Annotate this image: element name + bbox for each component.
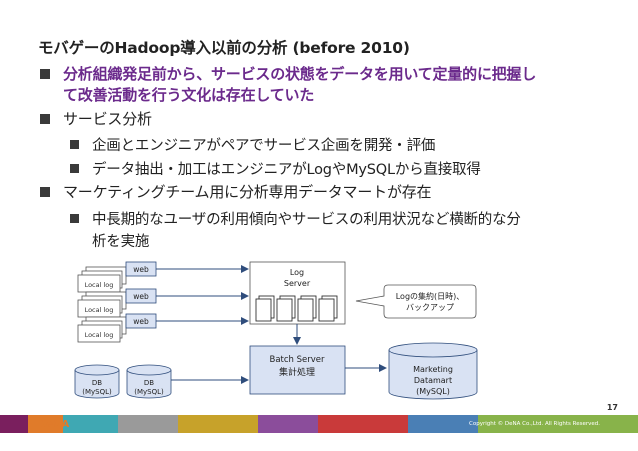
local-log-stack: Local log (77, 316, 127, 343)
db-label: DB (92, 379, 102, 387)
web-label: web (133, 292, 149, 301)
db-label: DB (144, 379, 154, 387)
bullet-2: サービス分析 (63, 110, 152, 128)
bullet-1: 分析組織発足前から、サービスの状態をデータを用いて定量的に把握し (63, 65, 537, 83)
datamart-label: (MySQL) (416, 387, 450, 396)
callout-bubble (355, 284, 477, 319)
web-label: web (133, 317, 149, 326)
callout-text: Logの集約(日時)、 (396, 291, 465, 301)
datamart-label: Marketing (413, 365, 453, 374)
bullet-3-sub-1-cont: 析を実施 (92, 234, 150, 250)
bullet-3-sub-1: 中長期的なユーザの利用傾向やサービスの利用状況など横断的な分 (92, 212, 521, 228)
db-cylinder: DB (MySQL) (74, 364, 120, 399)
callout-text: バックアップ (406, 303, 454, 312)
local-log-label: Local log (85, 331, 114, 339)
log-server-label: Log (290, 268, 304, 277)
datamart-label: Datamart (414, 376, 452, 385)
bullet-2-sub-1: 企画とエンジニアがペアでサービス企画を開発・評価 (92, 138, 436, 154)
log-server-label: Server (284, 279, 311, 288)
bullet-square (40, 187, 50, 197)
copyright-text: Copyright © DeNA Co.,Ltd. All Rights Res… (469, 421, 600, 427)
batch-server-label: 集計処理 (279, 366, 315, 378)
db-label: (MySQL) (134, 388, 164, 396)
web-label: web (133, 265, 149, 274)
bullet-3: マーケティングチーム用に分析専用データマートが存在 (63, 183, 432, 201)
bullet-square (40, 114, 50, 124)
page-number: 17 (606, 403, 618, 412)
batch-server-label: Batch Server (269, 355, 325, 365)
local-log-label: Local log (85, 306, 114, 314)
dena-logo: DeNA (38, 419, 70, 430)
bullet-square (40, 69, 50, 79)
local-log-stack: Local log (77, 291, 127, 318)
sub-bullet-square (70, 140, 79, 149)
local-log-stack: Local log (77, 266, 127, 293)
footer-color-strip (0, 415, 638, 433)
db-label: (MySQL) (82, 388, 112, 396)
batch-server-box (249, 345, 346, 395)
local-log-label: Local log (85, 281, 114, 289)
datamart-cylinder: Marketing Datamart (MySQL) (388, 342, 478, 400)
bullet-1-cont: て改善活動を行う文化は存在していた (63, 86, 315, 104)
slide-title: モバゲーのHadoop導入以前の分析 (before 2010) (38, 39, 410, 57)
sub-bullet-square (70, 214, 79, 223)
db-cylinder: DB (MySQL) (126, 364, 172, 399)
bullet-2-sub-2: データ抽出・加工はエンジニアがLogやMySQLから直接取得 (92, 162, 481, 178)
sub-bullet-square (70, 164, 79, 173)
log-file-icons (255, 295, 338, 322)
